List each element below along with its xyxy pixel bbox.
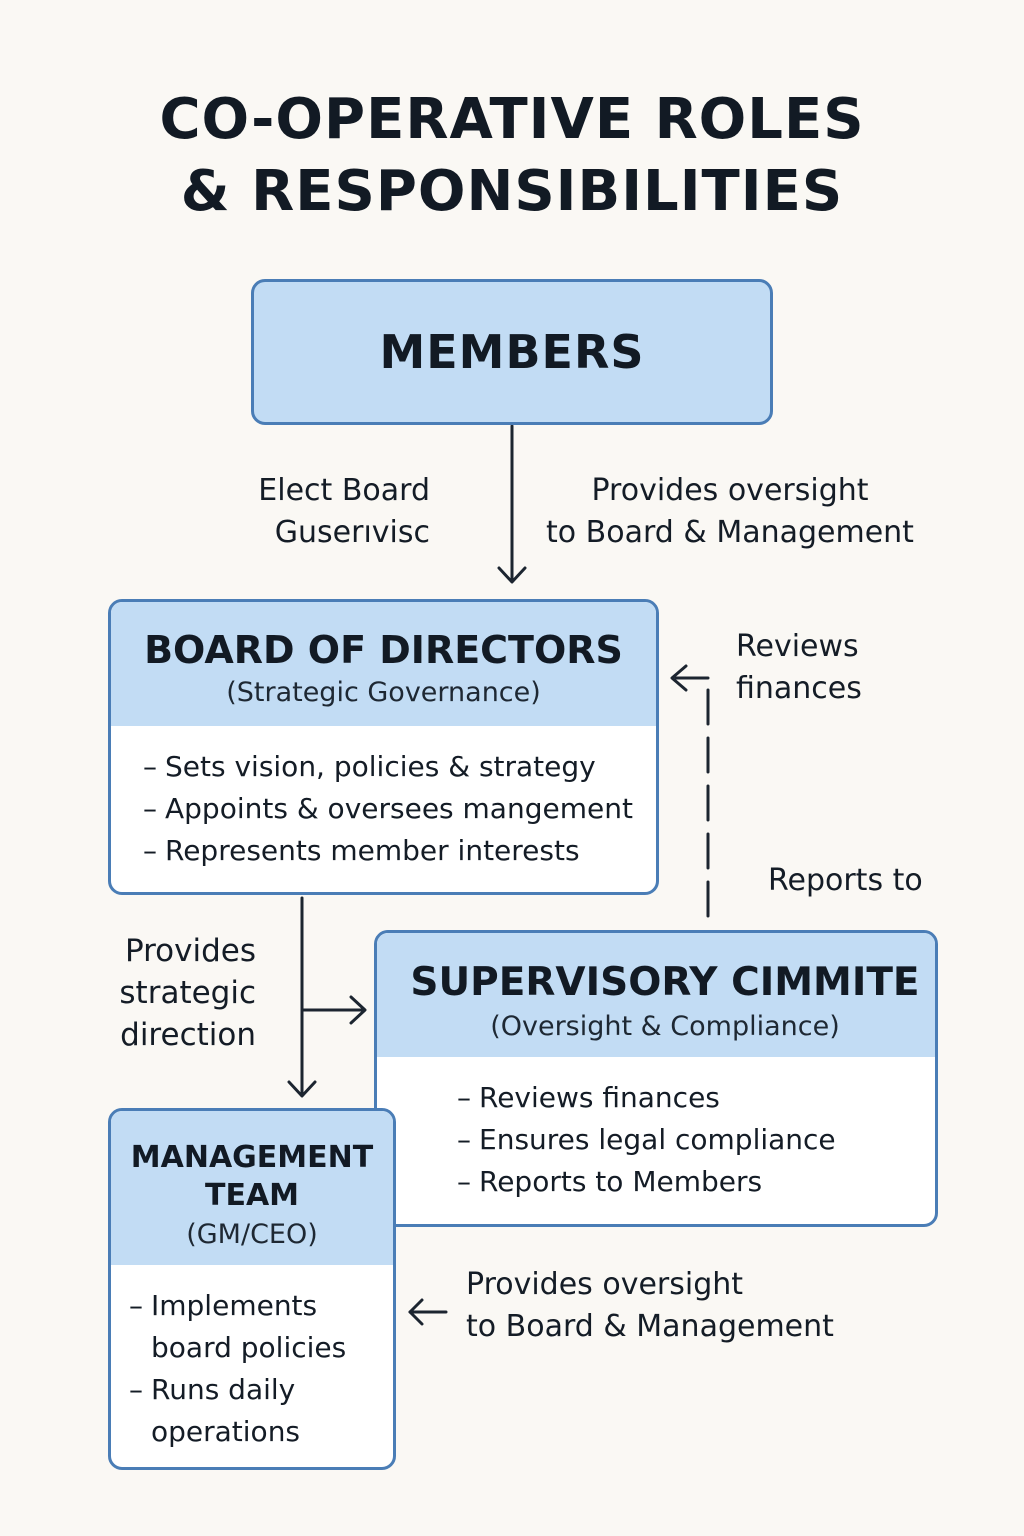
provides-oversight-top-line-2: to Board & Management [546,515,914,550]
provides-oversight-bottom-label: Provides oversight to Board & Management [466,1264,886,1348]
supervisory-duty-3: –Reports to Members [457,1161,935,1203]
members-box: MEMBERS [251,279,773,425]
provides-oversight-bottom-line-1: Provides oversight [466,1267,744,1302]
management-duty-1-line-1: Implements [151,1289,318,1322]
board-duty-1: –Sets vision, policies & strategy [143,746,656,788]
supervisory-duty-1-text: Reviews finances [479,1081,720,1114]
board-header: BOARD OF DIRECTORS (Strategic Governance… [111,602,656,726]
board-duties-list: –Sets vision, policies & strategy –Appoi… [111,726,656,872]
bullet-dash: – [129,1373,143,1406]
board-duty-2-text: Appoints & oversees mangement [165,792,633,825]
title-line-1: CO-OPERATIVE ROLES [159,87,865,152]
bullet-dash: – [457,1123,471,1156]
reviews-finances-line-2: finances [736,671,862,706]
management-duty-1-line-2: board policies [151,1331,347,1364]
elect-board-line-1: Elect Board [258,473,430,508]
management-name-line-2: TEAM [204,1178,300,1213]
elect-board-line-2: Guserıvisc [274,515,430,550]
management-name-line-1: MANAGEMENT [130,1140,374,1175]
management-duty-1: –Implements board policies [129,1285,393,1369]
bullet-dash: – [143,792,157,825]
board-duty-2: –Appoints & oversees mangement [143,788,656,830]
provides-oversight-top-line-1: Provides oversight [591,473,869,508]
supervisory-committee-box: SUPERVISORY CIMMITE (Oversight & Complia… [374,930,938,1227]
supervisory-duty-2: –Ensures legal compliance [457,1119,935,1161]
board-duty-3-text: Represents member interests [165,834,580,867]
board-to-management-arrowhead [287,1080,317,1098]
board-name: BOARD OF DIRECTORS [144,628,623,672]
supervisory-subtitle: (Oversight & Compliance) [490,1011,840,1042]
oversight-arrowhead [408,1298,424,1326]
supervisory-duties-list: –Reviews finances –Ensures legal complia… [377,1057,935,1203]
bullet-dash: – [457,1165,471,1198]
reviews-finances-line-1: Reviews [736,629,859,664]
bullet-dash: – [143,750,157,783]
board-duty-1-text: Sets vision, policies & strategy [165,750,596,783]
board-of-directors-box: BOARD OF DIRECTORS (Strategic Governance… [108,599,659,895]
strategic-direction-label: Provides strategic direction [96,930,256,1056]
page-title: CO-OPERATIVE ROLES & RESPONSIBILITIES [0,84,1024,228]
members-to-board-arrowhead [497,566,527,584]
strategic-direction-line-1: Provides [124,933,256,969]
bullet-dash: – [457,1081,471,1114]
management-header: MANAGEMENT TEAM (GM/CEO) [111,1111,393,1265]
reviews-finances-label: Reviews finances [736,626,936,710]
board-duty-3: –Represents member interests [143,830,656,872]
members-label: MEMBERS [379,325,645,379]
elect-board-label: Elect Board Guserıvisc [200,470,430,554]
strategic-direction-line-2: strategic [119,975,256,1011]
management-subtitle: (GM/CEO) [186,1219,318,1250]
provides-oversight-bottom-line-2: to Board & Management [466,1309,834,1344]
supervisory-duty-3-text: Reports to Members [479,1165,763,1198]
provides-oversight-top-label: Provides oversight to Board & Management [540,470,920,554]
supervisory-duty-1: –Reviews finances [457,1077,935,1119]
management-duty-2-line-1: Runs daily [151,1373,296,1406]
supervisory-duty-2-text: Ensures legal compliance [479,1123,836,1156]
strategic-direction-line-3: direction [120,1017,256,1053]
management-duty-2: –Runs daily operations [129,1369,393,1453]
title-line-2: & RESPONSIBILITIES [180,159,844,224]
board-to-supervisory-arrowhead [349,995,367,1025]
bullet-dash: – [143,834,157,867]
management-duty-2-line-2: operations [151,1415,301,1448]
bullet-dash: – [129,1289,143,1322]
supervisory-name: SUPERVISORY CIMMITE [410,960,920,1005]
supervisory-header: SUPERVISORY CIMMITE (Oversight & Complia… [377,933,935,1057]
reports-to-arrowhead [670,664,688,692]
reports-to-label: Reports to [768,863,923,898]
board-subtitle: (Strategic Governance) [226,677,541,708]
